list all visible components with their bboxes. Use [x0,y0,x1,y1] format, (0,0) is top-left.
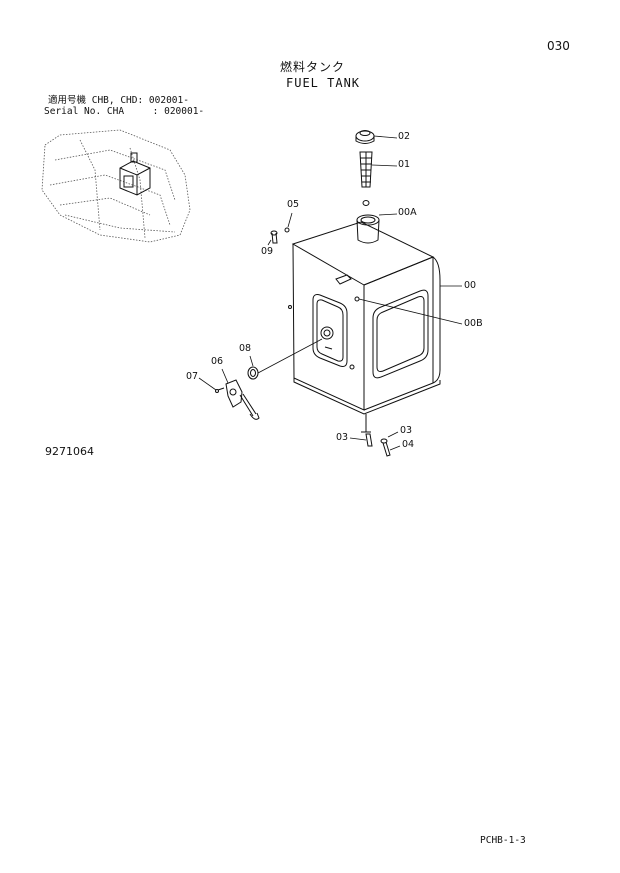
part-01-strainer [359,151,373,206]
part-label-05: 05 [287,199,300,210]
part-label-00B: 00B [464,318,483,329]
part-08-o-ring [247,366,259,380]
part-label-04: 04 [402,439,415,450]
figure-number: 9271064 [45,445,94,458]
part-05-09-bolt-washer [270,227,290,244]
part-02-filler-cap [355,130,375,144]
thumbnail-tank-highlight [119,152,151,196]
part-03-04-bolts [365,433,391,457]
machine-location-thumbnail [41,129,191,243]
serial-number-line: Serial No. CHA : 020001- [44,106,205,117]
part-label-03-left: 03 [336,432,349,443]
page-number: 030 [547,39,570,53]
part-label-07: 07 [186,371,199,382]
part-label-02: 02 [398,131,411,142]
part-label-08: 08 [239,343,252,354]
title-english: FUEL TANK [286,76,361,90]
part-label-00: 00 [464,280,477,291]
footer-page-code: PCHB-1-3 [480,835,526,846]
part-06-07-level-gauge [215,379,260,420]
serial-applicability-jp: 適用号機 CHB, CHD: 002001- [48,95,189,106]
leader-lines [198,135,463,451]
part-label-01: 01 [398,159,411,170]
part-label-03-right: 03 [400,425,413,436]
part-label-06: 06 [211,356,224,367]
part-label-09: 09 [261,246,274,257]
part-label-00A: 00A [398,207,417,218]
title-japanese: 燃料タンク [280,60,346,74]
fuel-tank-body [288,214,441,433]
